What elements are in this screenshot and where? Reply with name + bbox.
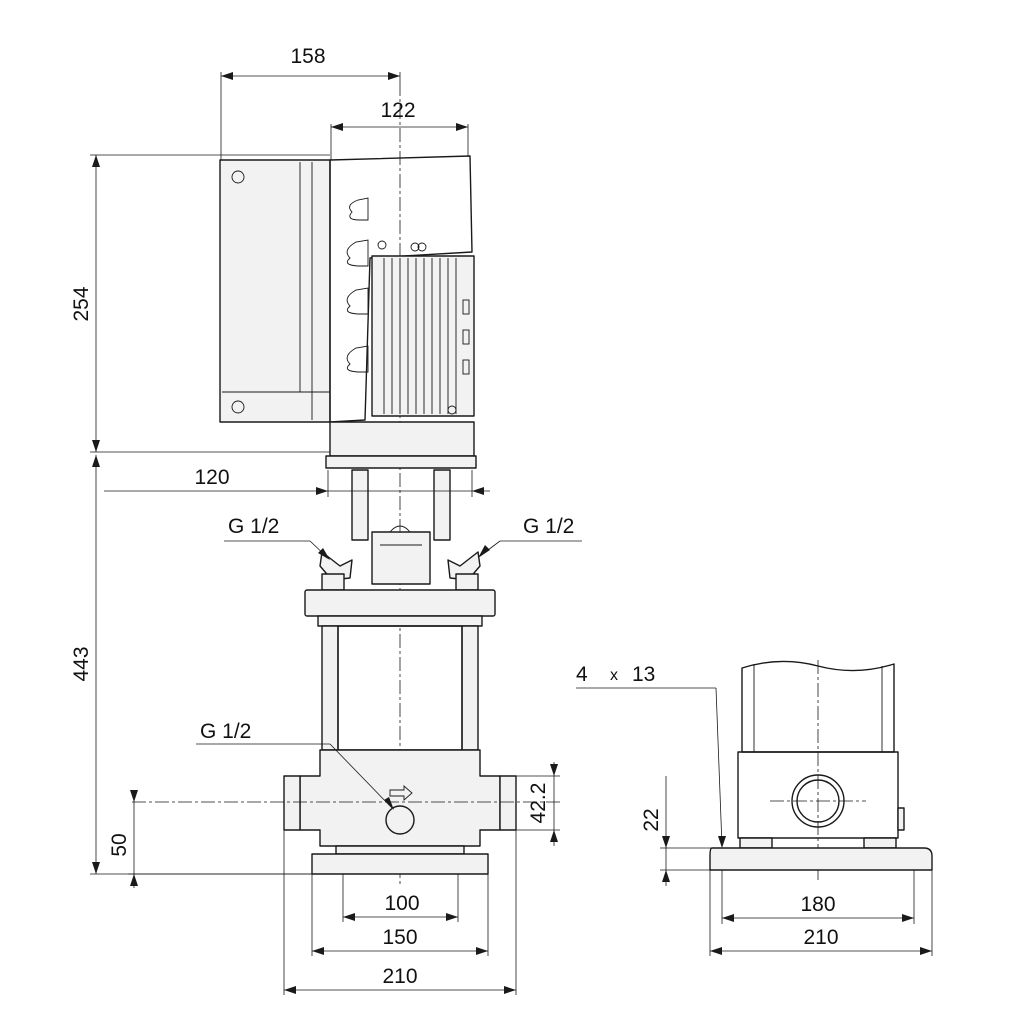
tie-rod-right	[461, 625, 479, 751]
tie-rod-left	[321, 625, 339, 751]
inlet-port	[283, 775, 301, 831]
port-label-top-right: G 1/2	[523, 515, 574, 538]
bolt-icon	[455, 573, 479, 591]
flow-arrow-icon	[389, 785, 413, 801]
dim-150: 150	[311, 874, 489, 956]
dim-label-42-2: 42.2	[527, 783, 550, 824]
motor-housing	[329, 155, 475, 423]
base-chamber	[299, 749, 501, 847]
side-base-plate	[709, 847, 933, 871]
port-callout-left: G 1/2	[224, 515, 330, 560]
motor-stool	[325, 421, 477, 585]
dim-label-150: 150	[382, 926, 417, 949]
cable-gland-icon	[346, 239, 369, 267]
port-label-top-left: G 1/2	[228, 515, 279, 538]
dim-label-100: 100	[384, 892, 419, 915]
dim-label-50: 50	[108, 833, 131, 856]
pump-head-plate	[304, 589, 496, 617]
holes-callout: 4 x 13	[576, 663, 726, 848]
dim-210-side: 210	[709, 870, 933, 956]
holes-size: 13	[632, 663, 655, 686]
dim-120: 120	[104, 466, 490, 497]
vent-plug-right-icon	[447, 551, 481, 581]
bolt-icon	[321, 573, 345, 591]
cable-gland-icon	[346, 345, 369, 373]
dim-label-443: 443	[70, 646, 93, 681]
dim-42-2: 42.2	[516, 762, 560, 846]
dim-label-120: 120	[194, 466, 229, 489]
stool-post-left	[351, 469, 369, 541]
port-callout-drain: G 1/2	[196, 720, 394, 810]
cable-gland-icon	[346, 287, 369, 315]
drain-plug-side-icon	[897, 807, 905, 831]
dim-label-180: 180	[800, 893, 835, 916]
side-view: 4 x 13 22 180 210	[576, 660, 933, 956]
dim-210-front: 210	[283, 830, 517, 995]
pump-base	[283, 749, 517, 875]
side-base-chamber	[737, 751, 899, 839]
dim-label-122: 122	[380, 99, 415, 122]
motor-fins	[371, 255, 475, 417]
dim-label-210-side: 210	[803, 926, 838, 949]
pump-head	[371, 531, 431, 585]
dim-label-158: 158	[290, 45, 325, 68]
screw-icon	[231, 170, 245, 184]
foot-left	[739, 837, 773, 849]
dim-158: 158	[220, 45, 401, 160]
dim-254: 254	[70, 154, 330, 453]
vent-ports	[319, 551, 481, 591]
port-label-drain: G 1/2	[200, 720, 251, 743]
drain-plug-icon	[385, 805, 415, 835]
cable-gland-icon	[349, 197, 369, 221]
side-sleeve	[741, 660, 895, 753]
holes-times: x	[610, 667, 618, 684]
stool-post-right	[433, 469, 451, 541]
terminal-box-body	[219, 159, 331, 423]
motor-flange	[329, 421, 475, 457]
dim-22: 22	[640, 776, 712, 886]
base-plate	[311, 853, 489, 875]
vent-plug-left-icon	[319, 551, 353, 581]
screw-icon	[231, 400, 245, 414]
dim-label-210-front: 210	[382, 965, 417, 988]
holes-count: 4	[576, 663, 588, 686]
dim-50: 50	[108, 790, 312, 888]
dim-label-254: 254	[70, 286, 93, 321]
pump-head-ring	[317, 615, 483, 627]
dim-100: 100	[342, 874, 459, 922]
port-callout-right: G 1/2	[478, 515, 582, 558]
terminal-box	[219, 159, 331, 423]
dim-122: 122	[330, 99, 469, 160]
outlet-port	[499, 775, 517, 831]
dim-180: 180	[721, 870, 915, 924]
front-view: 158 122 254 443	[70, 45, 582, 995]
foot-right	[863, 837, 897, 849]
dim-label-22: 22	[640, 808, 663, 831]
